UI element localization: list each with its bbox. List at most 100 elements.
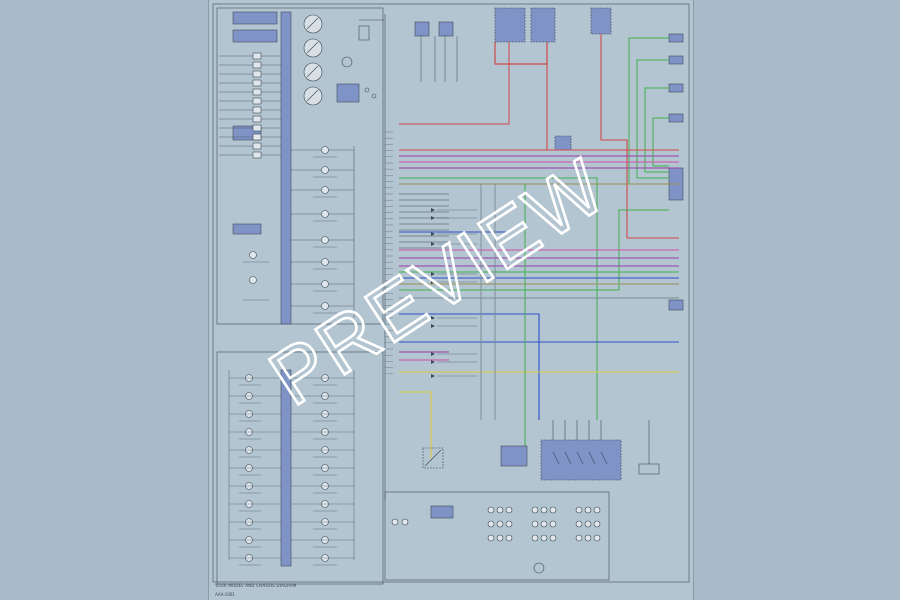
signal-arrow (431, 352, 435, 356)
gauge-needle (306, 17, 319, 30)
resistor (358, 25, 370, 41)
led-diode (593, 520, 601, 528)
signal-arrow (431, 374, 435, 378)
led-diode (531, 534, 539, 542)
terminal (371, 93, 377, 99)
buzzer-box (232, 223, 262, 235)
led-diode (496, 534, 504, 542)
transistor (533, 562, 545, 574)
sensor-box (668, 299, 684, 311)
splice-box (252, 151, 262, 159)
gauge-needle (306, 41, 319, 54)
indicator-lamp (321, 302, 329, 310)
cluster-bus-bar (280, 11, 292, 325)
instrument-cluster-frame (216, 7, 384, 325)
led-diode (531, 506, 539, 514)
splice-box (252, 133, 262, 141)
led-diode (584, 520, 592, 528)
sensor-module (500, 445, 528, 467)
signal-arrow (431, 272, 435, 276)
led-diode (496, 506, 504, 514)
led-diode (575, 534, 583, 542)
led-diode (540, 534, 548, 542)
lower-bus-bar (280, 369, 292, 567)
signal-arrow (431, 280, 435, 284)
indicator-lamp (321, 186, 329, 194)
led-diode (540, 520, 548, 528)
splice-box (252, 88, 262, 96)
splice-box (252, 70, 262, 78)
indicator-lamp (321, 146, 329, 154)
splice-box (252, 52, 262, 60)
led-diode (540, 506, 548, 514)
led-diode (593, 506, 601, 514)
connector-box (438, 21, 454, 37)
switch-contact (600, 451, 608, 465)
led-diode (505, 520, 513, 528)
indicator-lamp (249, 276, 257, 284)
module-box (590, 7, 612, 35)
relay-box (422, 447, 444, 469)
green-signal-wire (399, 177, 598, 420)
led-diode (487, 506, 495, 514)
indicator-lamp (321, 236, 329, 244)
splice-box (252, 115, 262, 123)
indicator-lamp (249, 251, 257, 259)
signal-arrow (431, 360, 435, 364)
control-box (430, 505, 454, 519)
blue-signal-wire (399, 313, 540, 420)
led-diode (575, 520, 583, 528)
indicator-lamp (321, 210, 329, 218)
led-diode (505, 534, 513, 542)
splice-box (252, 79, 262, 87)
cluster-module-box (232, 29, 278, 43)
green-signal-wire (636, 59, 669, 179)
wiring-schematic (212, 3, 690, 585)
gauge-dial (303, 14, 323, 34)
module-box (530, 7, 556, 43)
connector-outline (638, 463, 660, 475)
yellow-signal-wire (399, 391, 432, 458)
cluster-module-box (232, 11, 278, 25)
splice-box (252, 61, 262, 69)
led-diode (496, 520, 504, 528)
splice-box (252, 106, 262, 114)
led-diode (531, 520, 539, 528)
led-diode (401, 518, 409, 526)
led-diode (549, 506, 557, 514)
gauge-dial (303, 86, 323, 106)
splice-box (252, 97, 262, 105)
splice-box (252, 142, 262, 150)
relay-contact (424, 449, 442, 467)
led-diode (593, 534, 601, 542)
led-diode (575, 506, 583, 514)
signal-arrow (431, 324, 435, 328)
wiring-diagram-sheet: YOUR MODEL AND CHASSIS DIAGRAM AAA-1001 (208, 0, 694, 600)
indicator-lamp (321, 258, 329, 266)
signal-arrow (431, 242, 435, 246)
module-box (494, 7, 526, 43)
red-feed-wire (494, 42, 548, 65)
led-diode (505, 506, 513, 514)
red-feed-wire (600, 34, 679, 239)
gauge-dial (303, 62, 323, 82)
sensor-box (668, 33, 684, 43)
signal-arrow (431, 232, 435, 236)
indicator-lamp (321, 166, 329, 174)
led-diode (487, 534, 495, 542)
led-diode (391, 518, 399, 526)
diagram-footer-caption: YOUR MODEL AND CHASSIS DIAGRAM (215, 583, 297, 588)
schematic-frame (212, 3, 690, 583)
splice-box (252, 124, 262, 132)
sensor-box (668, 55, 684, 65)
sensor-box (668, 113, 684, 123)
green-signal-wire (652, 117, 669, 167)
signal-arrow (431, 208, 435, 212)
led-diode (549, 520, 557, 528)
red-feed-wire (399, 42, 510, 125)
led-diode (584, 534, 592, 542)
splice-connector (554, 135, 572, 151)
led-diode (487, 520, 495, 528)
switch-contact (588, 451, 596, 465)
diagram-code: AAA-1001 (215, 592, 235, 597)
